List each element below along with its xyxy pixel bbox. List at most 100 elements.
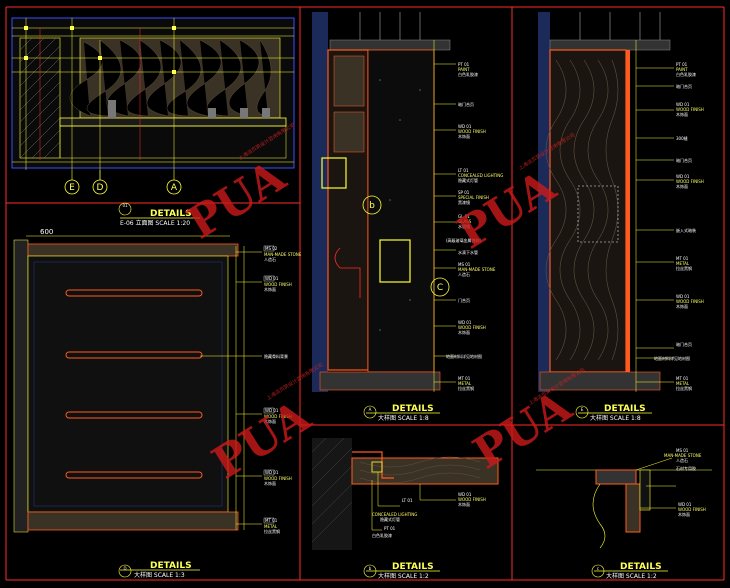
callout-a-4-cn: 隐藏式灯管 [458, 177, 478, 183]
callout-e-9-code: WD 01 [676, 294, 690, 299]
section-marker-d[interactable]: D [92, 170, 108, 195]
callout-a-12-cn: 地面材料详见地材图 [446, 353, 482, 359]
detail-c-backing [639, 469, 651, 511]
callout-d-2: WD 01 WOOD FINISH 木饰面 [263, 275, 292, 292]
callout-d-6-cn: 拉丝黑钢 [264, 528, 280, 534]
detail-c-wood-edge [625, 483, 641, 533]
callout-b-1-cn: 木饰面 [458, 501, 470, 507]
callout-e-8-cn: 拉丝黑钢 [676, 265, 692, 271]
elevation-faucet-1 [108, 100, 116, 118]
callout-b-1-code: WD 01 [458, 492, 472, 497]
callout-e-7-cn: 嵌入式暗装 [676, 227, 696, 233]
callout-a-2-cn: 暗门合页 [458, 101, 474, 107]
panel-detail-d: 600 MS 02 MAN-MADE STONE 人造石 [13, 228, 302, 579]
detail-e-wood-panel [549, 49, 627, 373]
detail-d-callouts: MS 02 MAN-MADE STONE 人造石 WD 01 WOOD FINI… [263, 245, 302, 534]
detail-e-title: DETAILS [604, 404, 646, 414]
callout-a-3-material: WOOD FINISH [458, 129, 486, 134]
callout-b-3-code: PT 01 [384, 526, 396, 531]
detail-b-leaders [371, 472, 456, 531]
elevation-title-bubble [118, 202, 132, 216]
callout-a-9-code: MS 01 [458, 262, 471, 267]
callout-c-1: MS 01 MAN-MADE STONE 人造石 [664, 448, 702, 463]
detail-e-concealed-box [577, 185, 619, 243]
callout-b-2-code: LT 01 [402, 498, 413, 503]
callout-e-5: 暗门合页 [676, 157, 692, 163]
detail-c-callouts: MS 01 MAN-MADE STONE 人造石 石材专用胶 WD 01 WOO… [664, 448, 706, 517]
callout-a-9-material: MAN-MADE STONE [458, 267, 496, 272]
detail-e-subtitle: 大样图 SCALE 1:8 [590, 414, 641, 422]
callout-d-6-code: MT 01 [265, 518, 278, 523]
elevation-title: DETAILS [150, 209, 192, 219]
section-marker-d-label: D [97, 183, 104, 193]
detail-e-callouts: PT 01 PAINT 白色乳胶漆 暗门合页 WD 01 WOOD FINISH… [654, 62, 704, 391]
panel-detail-e: PT 01 PAINT 白色乳胶漆 暗门合页 WD 01 WOOD FINISH… [538, 12, 704, 422]
detail-b-title: DETAILS [392, 562, 434, 572]
callout-a-8: 水滴下水管 [458, 249, 478, 255]
elevation-faucet-4 [262, 108, 270, 118]
detail-d-inner-panel [33, 261, 223, 507]
detail-a-title-block: A DETAILS 大样图 SCALE 1:8 [363, 404, 440, 422]
elevation-vanity [59, 125, 287, 159]
callout-e-3-material: WOOD FINISH [676, 107, 704, 112]
callout-a-6-code: GL 01 [458, 214, 470, 219]
elevation-ticks [24, 26, 176, 74]
detail-d-base [27, 511, 239, 531]
detail-a-marker-c[interactable]: C [379, 239, 450, 297]
section-marker-a-label: A [171, 183, 178, 193]
callout-a-1-material: PAINT [458, 67, 470, 72]
callout-e-4-cn: 300缝 [676, 135, 688, 141]
detail-a-wood-panel-1 [333, 55, 365, 107]
callout-a-3: WD 01 WOOD FINISH 木饰面 [458, 124, 486, 139]
detail-b-letter: b [369, 566, 372, 571]
callout-e-10-cn: 暗门合页 [676, 341, 692, 347]
callout-a-7: (高级玻璃金属蚀刻) [446, 237, 482, 243]
callout-e-8-code: MT 01 [676, 256, 689, 261]
callout-e-3-cn: 木饰面 [676, 111, 688, 117]
section-marker-e[interactable]: E [64, 170, 80, 195]
callout-d-2-code: WD 01 [265, 276, 279, 281]
callout-a-11-code: WD 01 [458, 320, 472, 325]
detail-a-floor [319, 371, 441, 391]
callout-b-2-material: CONCEALED LIGHTING [372, 512, 417, 517]
detail-d-title: DETAILS [150, 561, 192, 571]
callout-d-1-code: MS 02 [265, 246, 278, 251]
callout-e-2-cn: 暗门合页 [676, 83, 692, 89]
callout-d-5: WD 01 WOOD FINISH 木饰面 [263, 469, 292, 486]
callout-e-1-material: PAINT [676, 67, 688, 72]
callout-c-3-cn: 木饰面 [678, 511, 690, 517]
callout-d-4: WD 01 WOOD FINISH 木饰面 [263, 407, 292, 424]
callout-a-1-code: PT 01 [458, 62, 470, 67]
callout-e-12-cn: 拉丝黑钢 [676, 385, 692, 391]
detail-e-title-bubble [575, 405, 589, 419]
callout-d-1-material: MAN-MADE STONE [264, 252, 302, 257]
elevation-subtitle: E-06 立面图 SCALE 1:20 [120, 219, 190, 227]
detail-a-wood-panel-2 [333, 111, 365, 153]
detail-a-letter: A [369, 407, 372, 412]
callout-a-8-cn: 水滴下水管 [458, 249, 478, 255]
elevation-wood-grain [69, 39, 272, 117]
callout-e-6-code: WD 01 [676, 174, 690, 179]
panel-frames [5, 6, 725, 581]
callout-a-11-cn: 木饰面 [458, 329, 470, 335]
callout-d-6-material: METAL [264, 524, 278, 529]
detail-b-grain [359, 456, 481, 484]
callout-c-1-cn: 人造石 [676, 457, 688, 463]
detail-b-subtitle: 大样图 SCALE 1:2 [378, 572, 429, 580]
callout-a-5-material: SPECIAL FINISH [458, 195, 489, 200]
panel-detail-a: b C PT 01 PAINT 白色乳胶漆 暗门合页 W [312, 12, 503, 422]
callout-e-12-code: MT 01 [676, 376, 689, 381]
callout-d-4-cn: 木饰面 [264, 418, 276, 424]
callout-e-12-material: METAL [676, 381, 690, 386]
detail-c-subtitle: 大样图 SCALE 1:2 [606, 572, 657, 580]
callout-b-3: PT 01 白色乳胶漆 [372, 526, 396, 538]
callout-e-2: 暗门合页 [676, 83, 692, 89]
detail-d-cabinet [27, 255, 229, 513]
callout-a-13: MT 01 METAL 拉丝黑钢 [458, 376, 474, 391]
detail-a-marker-b[interactable]: b [321, 157, 382, 215]
elevation-dimension-lines [12, 18, 294, 180]
section-marker-a[interactable]: A [166, 170, 182, 195]
callout-e-3-code: WD 01 [676, 102, 690, 107]
detail-a-marker-b-label: b [369, 201, 375, 211]
